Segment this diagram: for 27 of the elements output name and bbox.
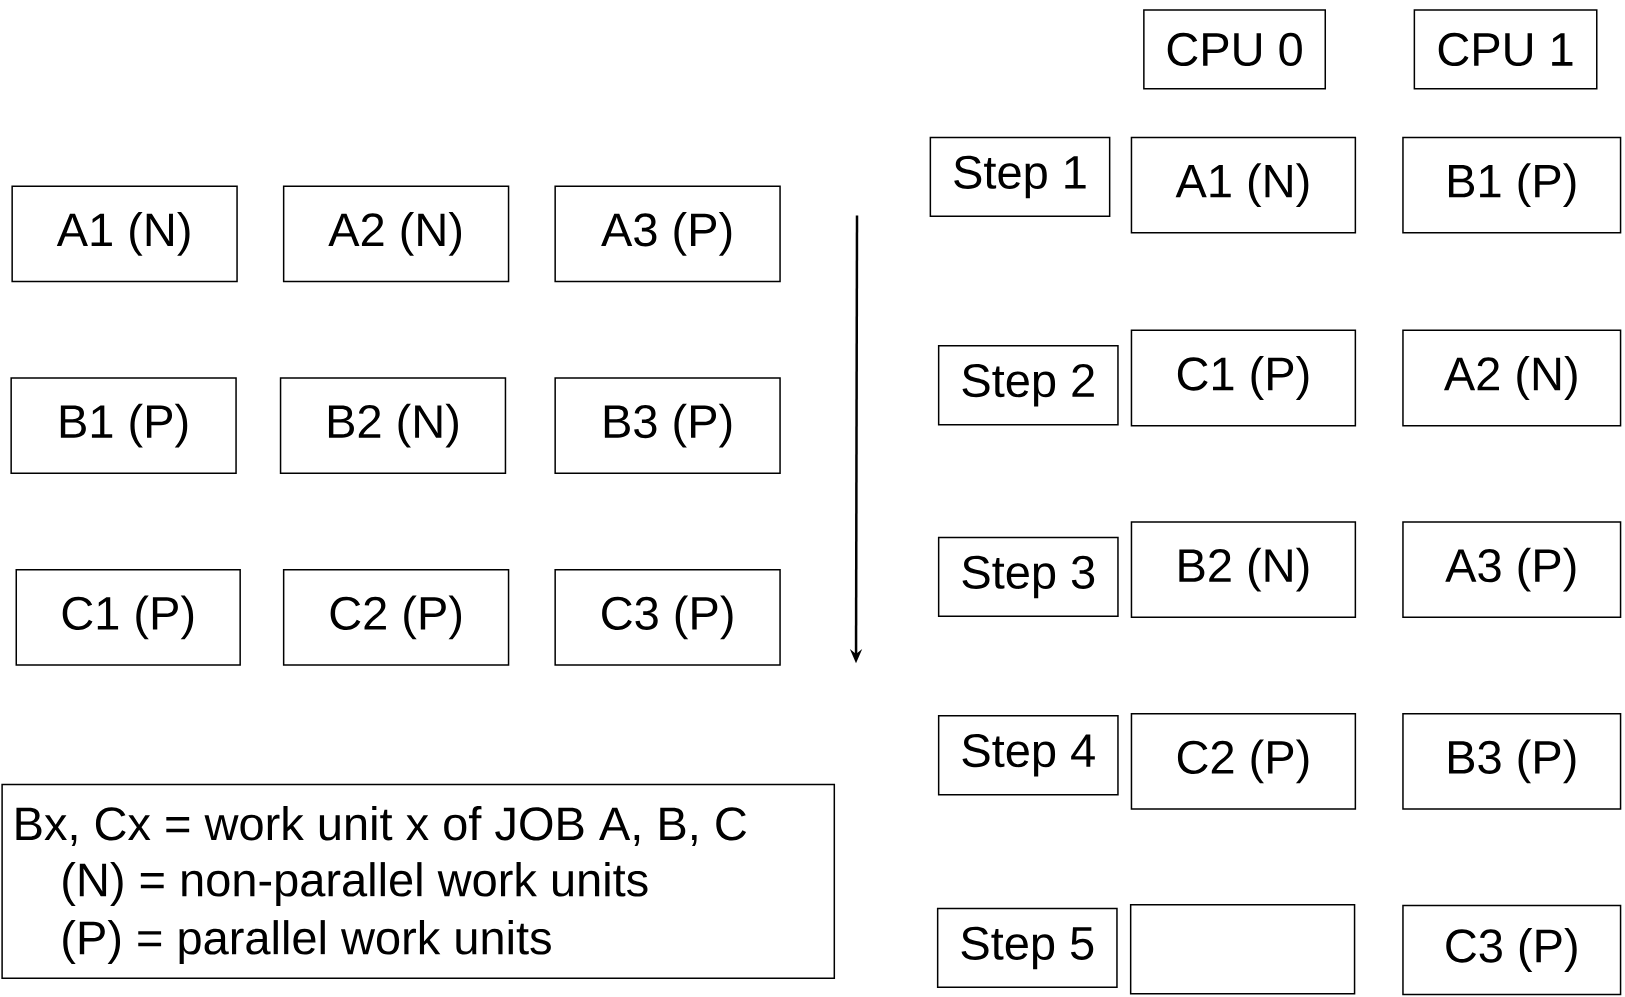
work-unit-box: C1 (P): [1130, 329, 1357, 427]
work-unit-box: C2 (P): [282, 569, 510, 666]
work-unit-box: B3 (P): [1402, 713, 1622, 810]
work-unit-box: C2 (P): [1130, 713, 1357, 810]
work-unit-box: B2 (N): [1130, 521, 1357, 619]
step-box: Step 1: [929, 136, 1111, 218]
work-unit-box: A3 (P): [1402, 521, 1622, 619]
work-unit-box: B1 (P): [1402, 136, 1622, 234]
work-unit-box: B2 (N): [279, 377, 507, 474]
step-box: Step 5: [936, 907, 1118, 989]
work-unit-box: A1 (N): [1130, 136, 1357, 234]
work-unit-box: B1 (P): [10, 377, 237, 474]
step-box: Step 3: [937, 536, 1119, 618]
work-unit-box: A2 (N): [282, 185, 510, 283]
empty-box: [1129, 904, 1356, 995]
work-unit-box: A3 (P): [554, 185, 781, 283]
work-unit-box: A1 (N): [11, 185, 238, 283]
work-unit-box: C3 (P): [554, 569, 781, 666]
step-box: Step 4: [937, 715, 1119, 796]
legend-box: Bx, Cx = work unit x of JOB A, B, C (N) = non-parallel work units (P) = parallel work units: [1, 783, 836, 980]
work-unit-box: A2 (N): [1402, 329, 1622, 427]
header-box: CPU 0: [1143, 9, 1326, 90]
step-box: Step 2: [937, 345, 1119, 426]
work-unit-box: C1 (P): [15, 569, 241, 666]
work-unit-box: C3 (P): [1402, 904, 1622, 996]
work-unit-box: B3 (P): [554, 377, 781, 474]
header-box: CPU 1: [1413, 9, 1598, 90]
